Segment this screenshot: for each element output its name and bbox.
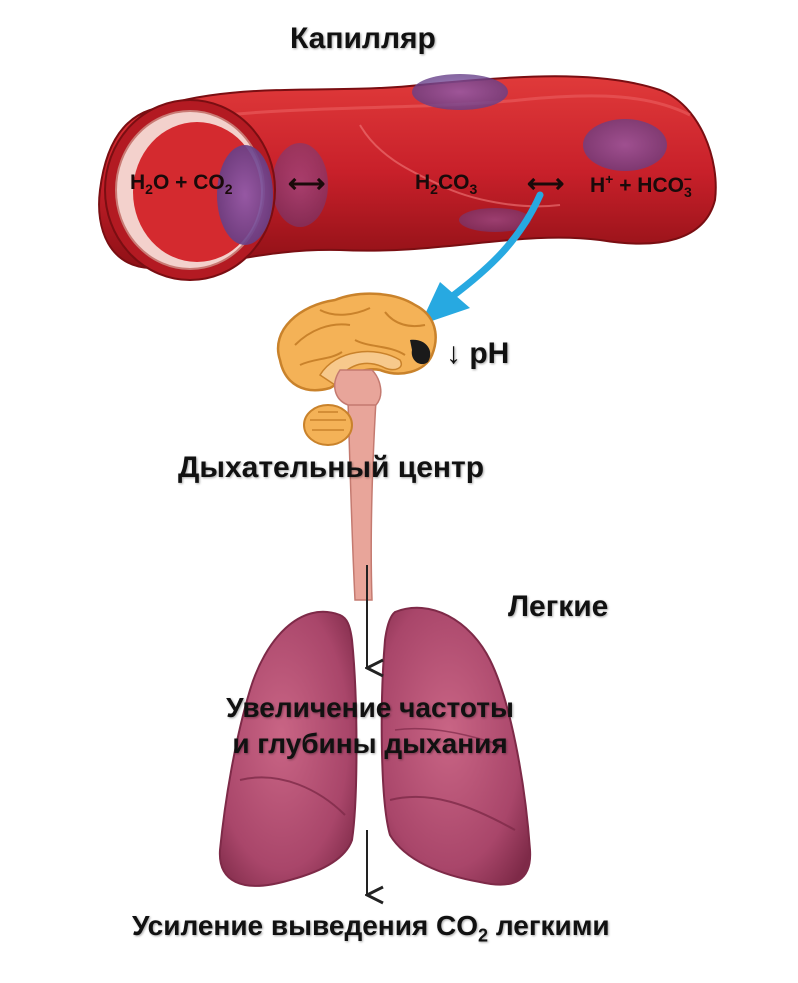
ph-label: ↓ pH bbox=[446, 337, 510, 370]
capillary-label: Капилляр bbox=[290, 22, 436, 55]
reaction-arrow: ⟷ bbox=[288, 168, 326, 198]
ph-down-arrow-icon: ↓ bbox=[446, 337, 461, 370]
blood-cell-icon bbox=[583, 119, 667, 171]
co2-elimination-label: Усиление выведения CO2 легкими bbox=[132, 910, 610, 946]
respiratory-center-label: Дыхательный центр bbox=[178, 451, 485, 484]
blood-vessel-icon bbox=[98, 74, 717, 281]
reaction-equation: H2O + CO2 bbox=[130, 171, 233, 198]
ion-products: H+ + HCO3− bbox=[590, 171, 692, 201]
blood-cell-icon bbox=[412, 74, 508, 110]
blood-cell-icon bbox=[217, 145, 273, 245]
lungs-icon bbox=[218, 606, 532, 887]
spinal-cord-icon bbox=[347, 399, 377, 601]
brain-icon bbox=[276, 292, 437, 446]
blood-cell-icon bbox=[459, 208, 531, 232]
lungs-label: Легкие bbox=[508, 590, 609, 623]
reaction-arrow: ⟷ bbox=[527, 168, 565, 198]
increase-breathing-label: Увеличение частоты и глубины дыхания bbox=[226, 692, 514, 759]
carbonic-acid: H2CO3 bbox=[415, 171, 478, 198]
blood-cell-icon bbox=[272, 143, 328, 227]
signal-arrow-icon bbox=[420, 191, 544, 325]
